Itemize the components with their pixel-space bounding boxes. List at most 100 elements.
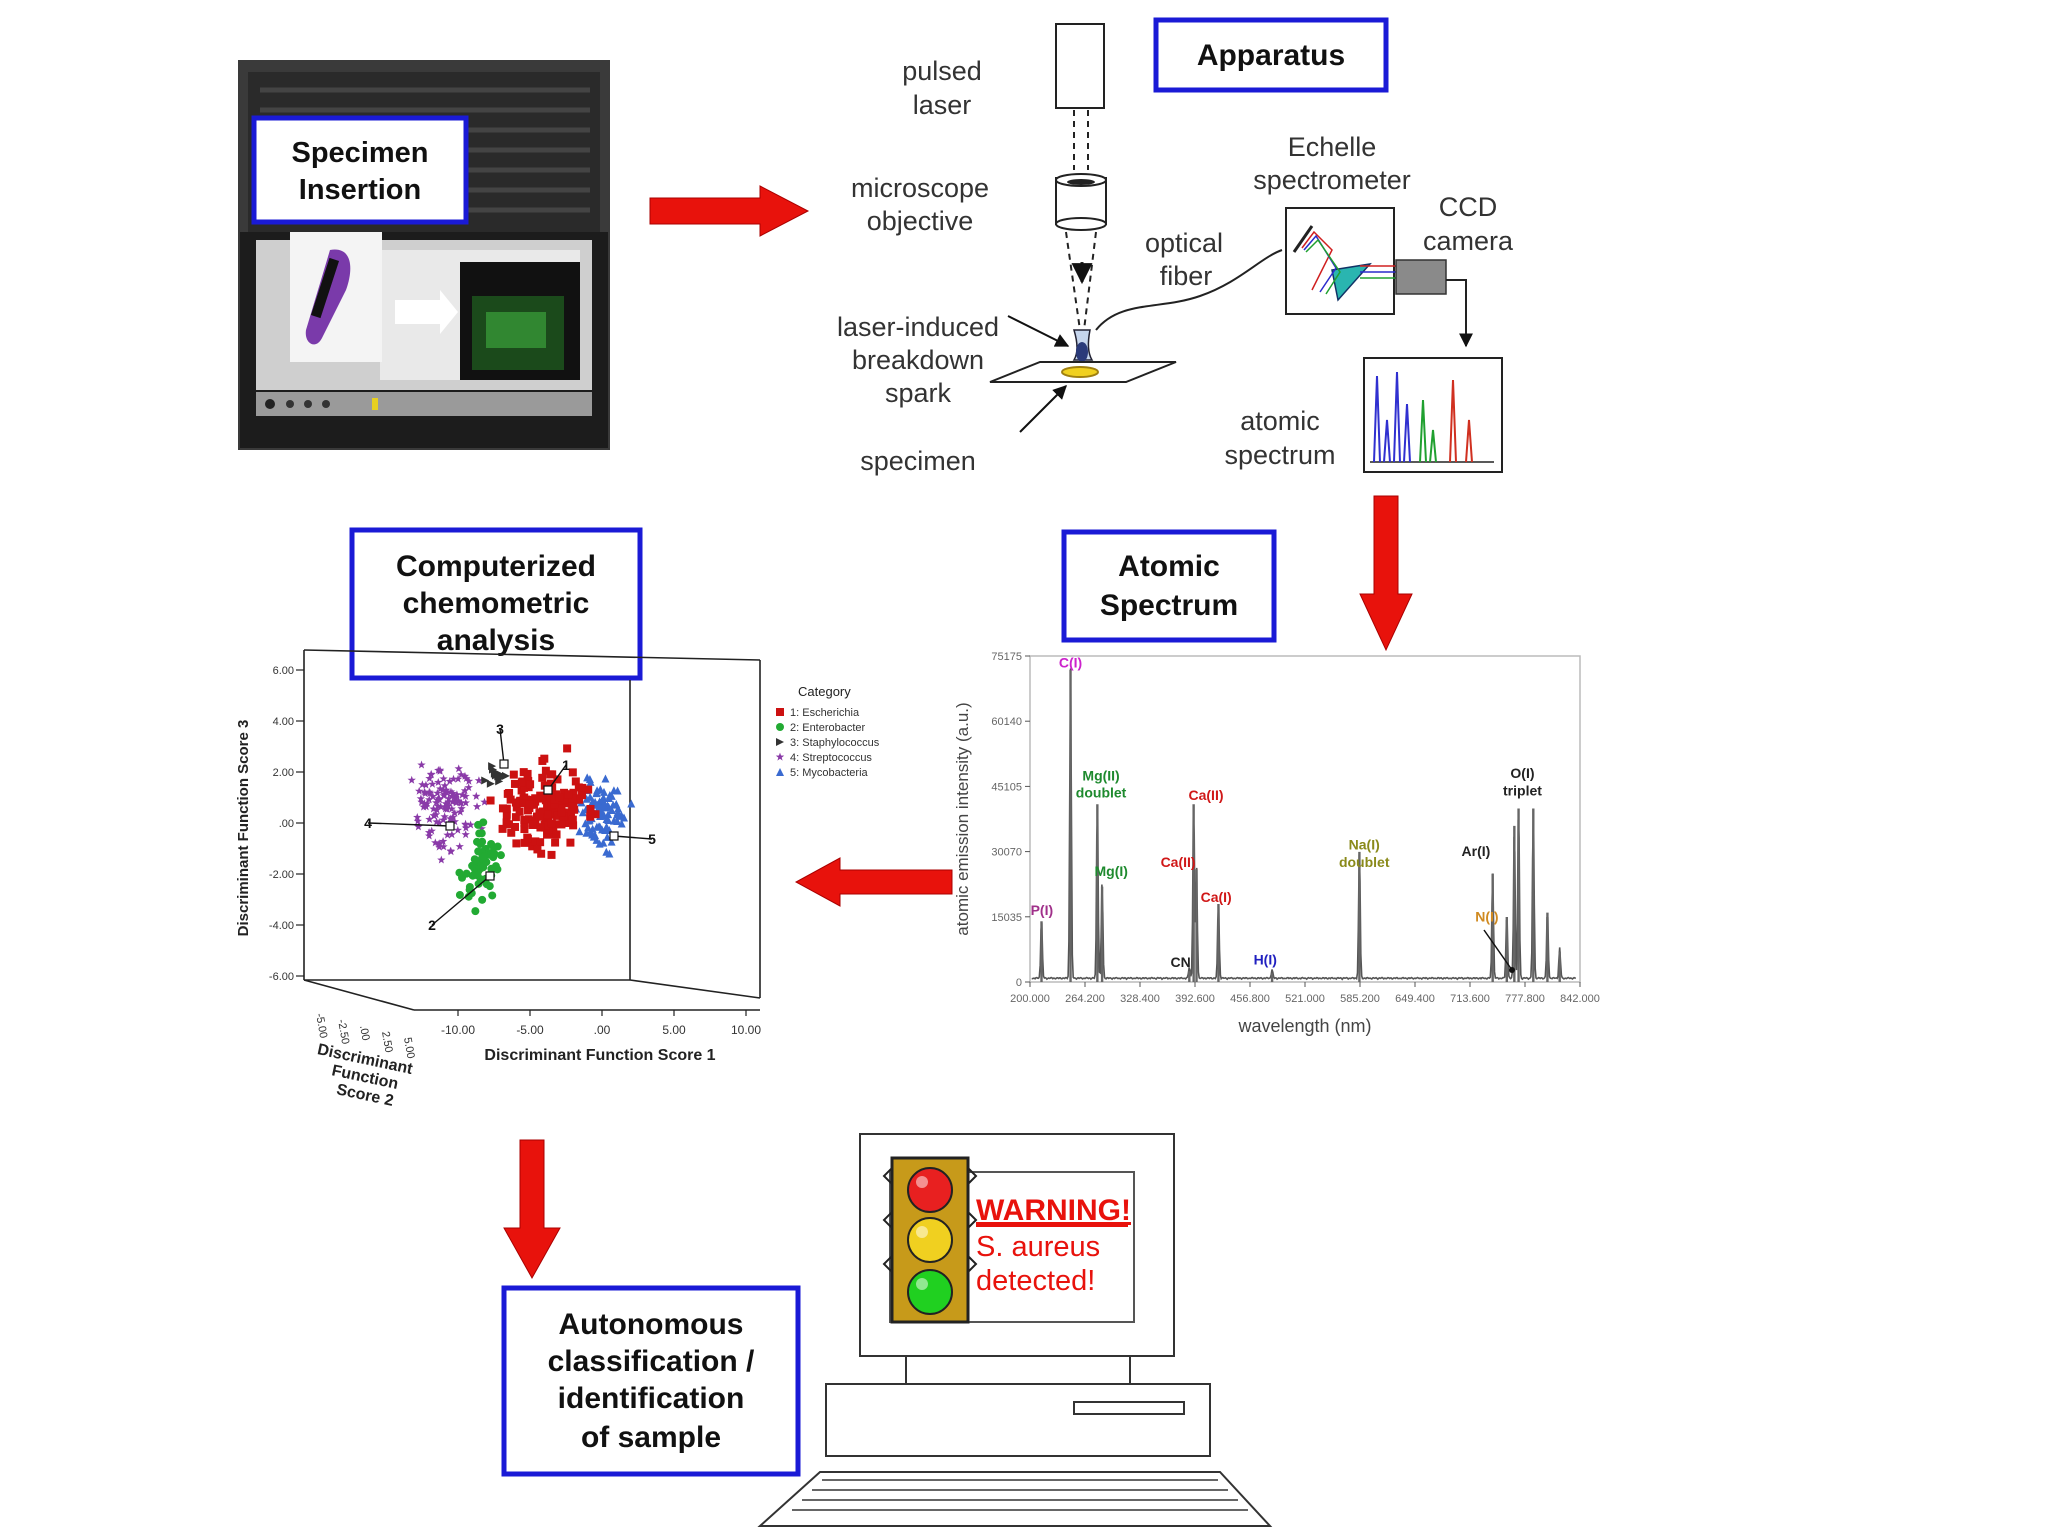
centroid-marker [499, 759, 509, 769]
scatter-point [585, 828, 594, 837]
scatter-point [442, 788, 452, 797]
scatter-point [478, 837, 487, 846]
warning-title: WARNING! [976, 1194, 1131, 1227]
scatter-point [488, 891, 497, 900]
scatter-point [569, 788, 578, 797]
scatter-point [564, 790, 573, 799]
scatter-point [461, 820, 470, 829]
n-line-pointer-dot [1509, 967, 1515, 973]
spectrum-x-tick-label: 521.000 [1285, 993, 1325, 1005]
scatter-point [566, 838, 575, 847]
scatter-point [474, 776, 484, 785]
scatter-point [422, 802, 431, 811]
scatter-point [415, 786, 424, 795]
spectrum-y-tick-label: 60140 [991, 716, 1022, 728]
scatter-point [466, 820, 475, 829]
scatter-point [472, 802, 482, 811]
scatter-point [478, 895, 487, 904]
ccd-label-2: camera [1423, 226, 1514, 256]
scatter-point [586, 812, 595, 821]
autonomous-label-2: classification / [548, 1345, 755, 1378]
centroid-marker [485, 871, 495, 881]
scatter-point [425, 815, 434, 823]
scatter-legend-item: 2: Enterobacter [790, 722, 866, 734]
warning-line-1: S. aureus [976, 1231, 1100, 1263]
scatter-point [444, 794, 453, 803]
scatter-point [446, 846, 455, 855]
scatter-point [447, 804, 456, 813]
scatter-point [509, 770, 518, 779]
scatter-z-tick-label: 2.50 [379, 1030, 395, 1053]
scatter-point [485, 882, 494, 891]
scatter-point [512, 839, 521, 848]
scatter-point [546, 770, 555, 779]
chemometric-label-2: chemometric [403, 587, 590, 620]
scatter-y-tick-label: -6.00 [269, 971, 294, 983]
autonomous-label-3: identification [558, 1382, 745, 1415]
scatter-point [438, 837, 448, 845]
specimen-plate [989, 361, 1177, 383]
scatter-point [583, 773, 592, 782]
scatter-legend-item: 5: Mycobacteria [790, 767, 869, 779]
centroid-label: 3 [496, 721, 504, 737]
pulsed-laser-label-1: pulsed [902, 56, 982, 86]
scatter-x-tick-label: -5.00 [516, 1023, 544, 1037]
scatter-point [600, 803, 609, 812]
scatter-point [451, 793, 460, 801]
scatter-point [462, 869, 471, 878]
scatter-point [458, 790, 467, 799]
monitor-stand [905, 1355, 1131, 1385]
spark-label-1: laser-induced [837, 312, 999, 342]
scatter-point [619, 813, 628, 822]
scatter-point [443, 830, 452, 839]
spectrum-peak-annotation: O(I) [1510, 765, 1534, 781]
scatter-point [440, 802, 450, 811]
scatter-point [434, 778, 443, 786]
centroid-leader-line [367, 822, 451, 827]
scatter-point [450, 817, 459, 826]
ccd-camera [1395, 259, 1447, 295]
scatter-point [468, 871, 477, 880]
scatter-point [421, 780, 431, 789]
scatter-point [553, 775, 562, 784]
scatter-point [547, 819, 556, 828]
scatter-point [607, 837, 616, 846]
scatter-point [461, 792, 470, 800]
scatter-point [441, 799, 450, 808]
scatter-legend-item: 4: Streptococcus [790, 752, 872, 764]
scatter-point [552, 830, 561, 839]
scatter-legend-item: 3: Staphylococcus [790, 737, 880, 749]
scatter-point [422, 799, 432, 808]
apparatus-label: Apparatus [1197, 39, 1345, 72]
scatter-point [453, 825, 462, 834]
scatter-point [559, 812, 568, 821]
scatter-point [547, 850, 556, 859]
scatter-point [599, 838, 608, 847]
traffic-light-icon [882, 1156, 978, 1324]
scatter-point [433, 788, 442, 797]
scatter-point [601, 826, 610, 835]
spectrum-peak-annotation: Ar(I) [1462, 843, 1491, 859]
red-light [907, 1167, 953, 1213]
scatter-point [427, 826, 436, 835]
scatter-x-tick-label: .00 [594, 1023, 611, 1037]
scatter-point [413, 813, 422, 821]
scatter-axis-frame-line [303, 649, 761, 661]
scatter-point [502, 810, 511, 819]
scatter-point [613, 786, 622, 795]
scatter-z-tick-label: -2.50 [335, 1018, 351, 1045]
specimen-insertion-label-2: Insertion [299, 174, 421, 206]
scatter-point [550, 800, 559, 809]
ccd-label-1: CCD [1439, 192, 1498, 222]
apparatus-schematic: pulsed laser microscope objective laser-… [837, 23, 1514, 476]
spectrum-peak-annotation: Na(I) [1349, 837, 1380, 853]
scatter-point [440, 789, 449, 798]
scatter-axis-frame-line [629, 979, 761, 999]
scatter-point [607, 805, 616, 814]
scatter-legend-marker [776, 738, 784, 746]
scatter-y-tick-label: .00 [279, 818, 294, 830]
scatter-x-tick-label: 5.00 [662, 1023, 686, 1037]
centroid-leader-line [499, 728, 505, 765]
scatter-point [511, 798, 520, 807]
specimen-insertion-box: Specimen Insertion [251, 115, 469, 225]
